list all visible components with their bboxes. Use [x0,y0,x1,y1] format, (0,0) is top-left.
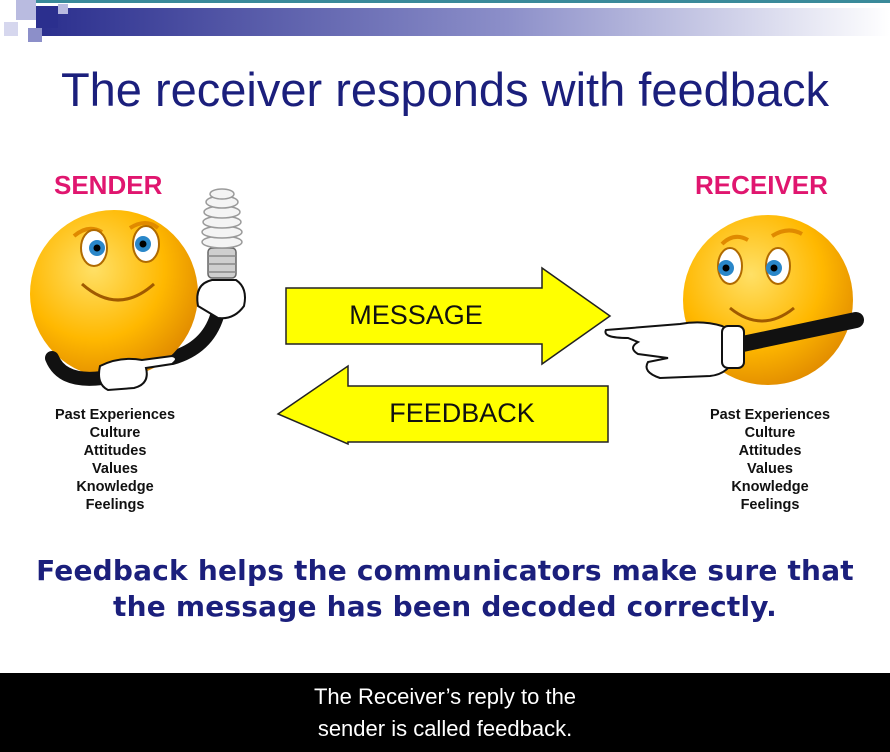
receiver-traits-list: Past Experiences Culture Attitudes Value… [685,406,855,514]
list-item: Past Experiences [709,407,831,423]
list-item: Knowledge [76,479,154,495]
list-item: Values [747,461,793,477]
message-feedback-arrows [276,266,612,446]
list-item: Knowledge [731,479,809,495]
smiley-pointing-icon [604,215,864,385]
caption-line: Feedback helps the communicators make su… [36,554,854,587]
sender-label: SENDER [54,170,163,200]
subtitle-text: The Receiver’s reply to the sender is ca… [0,681,890,745]
list-item: Attitudes [738,443,802,459]
message-arrow [285,266,612,366]
list-item: Feelings [740,497,800,513]
list-item: Culture [744,425,796,441]
header-decoration [0,0,890,42]
message-arrow-label: MESSAGE [349,300,483,330]
subtitle-bar: The Receiver’s reply to the sender is ca… [0,673,890,752]
sender-traits-list: Past Experiences Culture Attitudes Value… [30,406,200,514]
caption-line: the message has been decoded correctly. [112,590,777,623]
list-item: Culture [89,425,141,441]
feedback-arrow-label: FEEDBACK [389,398,535,428]
list-item: Values [92,461,138,477]
slide-caption: Feedback helps the communicators make su… [0,553,890,625]
list-item: Feelings [85,497,145,513]
slide-title: The receiver responds with feedback [60,63,830,116]
smiley-holding-lightbulb-icon [30,188,246,392]
list-item: Past Experiences [54,407,176,423]
slide: The receiver responds with feedback SEND… [0,0,890,625]
subtitle-line: The Receiver’s reply to the [313,684,577,709]
subtitle-line: sender is called feedback. [317,716,573,741]
list-item: Attitudes [83,443,147,459]
receiver-label: RECEIVER [695,170,828,200]
